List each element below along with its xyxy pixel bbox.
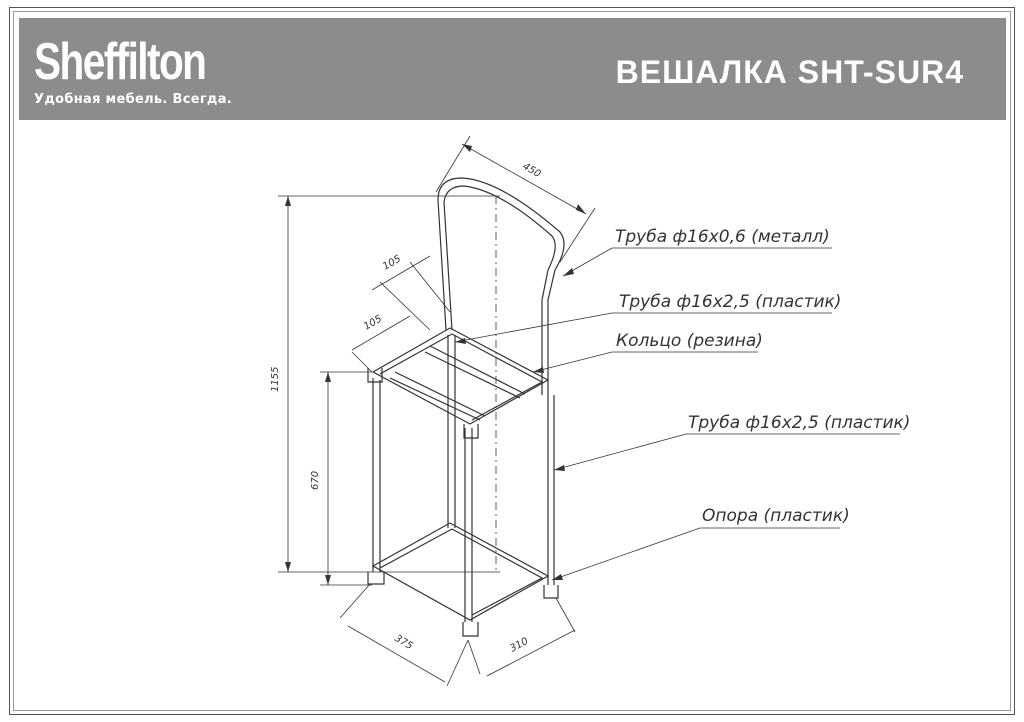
hanger-arch-inner: [443, 185, 556, 395]
dim-top-width: 450: [521, 161, 543, 180]
dim-line-spacing-2: [351, 315, 411, 351]
dim-line-width: [486, 629, 576, 677]
dim-line-spacing-1: [371, 255, 431, 291]
hanger-arch: [437, 177, 565, 395]
dim-frame-height: 670: [310, 471, 321, 490]
title-block: [19, 18, 1006, 120]
brand-slogan: Удобная мебель. Всегда.: [34, 92, 233, 107]
dim-line-depth: [347, 625, 446, 683]
callout-tube-metal: Труба ф16х0,6 (металл): [615, 227, 830, 247]
leader-tube-plastic-top: [454, 312, 832, 343]
outer-frame: [9, 7, 1015, 715]
top-tier-rail: [389, 377, 481, 421]
foot-front-left: [367, 572, 385, 585]
top-tier: [371, 327, 550, 425]
dim-spacing-1: 105: [381, 254, 403, 273]
dim-spacing-2: 105: [362, 314, 384, 333]
cap-top-front-right: [463, 424, 479, 439]
product-title: ВЕШАЛКА SHT-SUR4: [615, 54, 964, 90]
callout-support: Опора (пластик): [702, 506, 850, 526]
dim-line-top-width: [461, 143, 587, 215]
dim-depth: 375: [393, 633, 415, 652]
callout-ring: Кольцо (резина): [616, 331, 763, 351]
callout-tube-plastic-right: Труба ф16х2,5 (пластик): [688, 413, 910, 433]
dim-total-height: 1155: [270, 367, 281, 392]
leader-support: [551, 527, 840, 581]
leader-tube-plastic-right: [553, 433, 900, 471]
inner-frame: [13, 11, 1011, 711]
foot-front-right: [462, 622, 479, 637]
leader-ring: [532, 351, 758, 373]
cap-top-front-left: [367, 368, 383, 383]
callout-tube-plastic-top: Труба ф16х2,5 (пластик): [619, 292, 841, 312]
dim-width: 310: [508, 636, 530, 655]
bottom-tier: [371, 522, 550, 621]
brand-logo: Sheffilton: [34, 33, 207, 91]
leader-tube-metal: [562, 247, 832, 277]
foot-rear-right: [543, 585, 559, 599]
